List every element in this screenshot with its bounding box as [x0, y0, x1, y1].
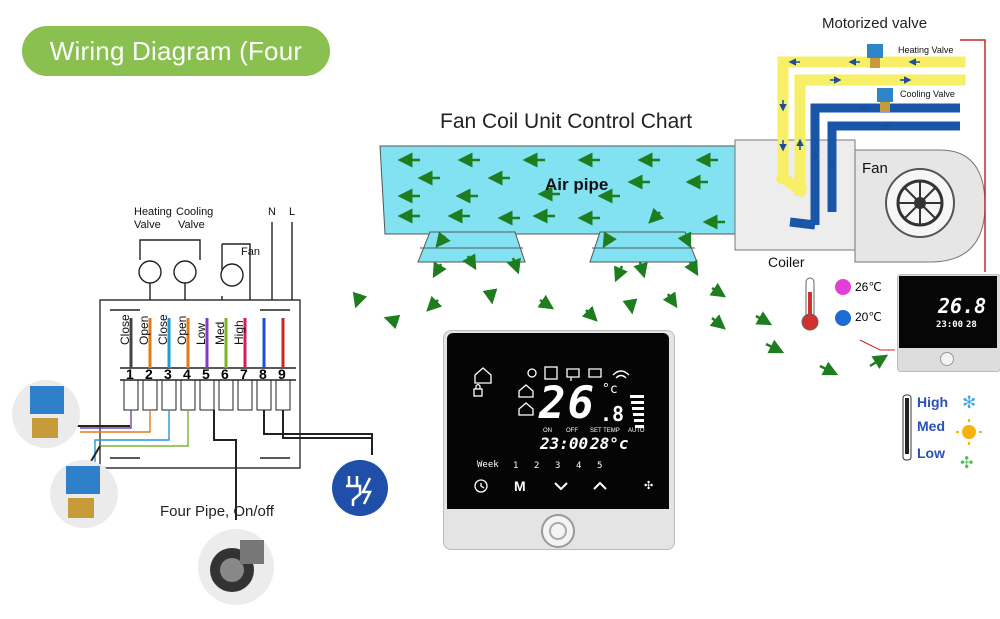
small-thermostat-clock: 23:00 [936, 320, 964, 330]
power-button-ring [549, 522, 567, 540]
floor-heat-icon [544, 366, 558, 380]
fan-speed-icon: ✣ [960, 455, 973, 472]
terminal-number-8: 8 [259, 366, 267, 382]
clock-icon [474, 479, 488, 493]
lock-icon [473, 388, 483, 397]
terminal-label-7: High [232, 320, 246, 345]
heating-valve-wire-label-1: Heating [134, 206, 172, 218]
terminal-number-3: 3 [164, 366, 172, 382]
set-temp-label: SET TEMP [590, 428, 620, 434]
valve-mode-icon [588, 368, 602, 378]
cooling-valve-label: Cooling Valve [900, 89, 955, 99]
speed-high-label: High [917, 394, 949, 410]
low-temp-label: 20℃ [855, 310, 882, 324]
neutral-label: N [268, 206, 276, 218]
power-plug-icon [332, 460, 388, 516]
chevron-down-icon [554, 482, 568, 491]
week-day-5: 5 [597, 461, 603, 471]
small-thermostat-set: 28 [966, 320, 977, 330]
terminal-label-5: Low [194, 322, 208, 345]
terminal-label-4: Open [175, 315, 189, 345]
temperature-unit: °c [602, 382, 618, 397]
air-outlet-right [589, 231, 698, 263]
week-label: Week [477, 460, 499, 470]
terminal-number-4: 4 [183, 366, 191, 382]
home-sleep-icon [518, 402, 534, 416]
air-pipe-label: Air pipe [545, 175, 609, 194]
week-day-3: 3 [555, 461, 561, 471]
thermostat-screen [447, 333, 669, 509]
valve-photo-2 [50, 460, 118, 528]
fan-motor-photo [198, 529, 274, 605]
fan-mode-icon: ✣ [644, 480, 653, 492]
terminal-number-6: 6 [221, 366, 229, 382]
terminal-label-6: Med [213, 321, 227, 345]
week-day-1: 1 [513, 461, 519, 471]
terminal-number-5: 5 [202, 366, 210, 382]
on-label: ON [543, 428, 552, 434]
heating-valve-icon [867, 44, 883, 68]
air-outlet-left [417, 231, 526, 263]
terminal-label-2: Open [137, 315, 151, 345]
speed-med-label: Med [917, 418, 945, 434]
cooling-valve-wire-label-2: Valve [178, 219, 205, 231]
cooling-valve-wire-label-1: Cooling [176, 206, 214, 218]
small-thermostat-temp: 26.8 [938, 294, 987, 318]
home-icon [474, 367, 492, 384]
network-icon [566, 368, 580, 381]
thermometer-icon [801, 277, 819, 331]
fan-wire-label: Fan [241, 246, 260, 258]
thermostat-icons: ✣ [473, 366, 653, 493]
small-thermostat-screen [899, 276, 997, 348]
wifi-icon [612, 370, 630, 379]
off-label: OFF [566, 428, 578, 434]
high-temp-label: 26℃ [855, 280, 882, 294]
sun-icon [962, 425, 976, 439]
temperature-decimal: .8 [600, 402, 625, 426]
cooling-pipes [789, 103, 960, 230]
small-thermostat-button[interactable] [940, 352, 954, 366]
chevron-up-icon [593, 481, 607, 490]
live-label: L [289, 206, 296, 218]
terminal-number-2: 2 [145, 366, 153, 382]
motorized-valve-title: Motorized valve [822, 15, 928, 32]
terminal-number-7: 7 [240, 366, 248, 382]
wiring-diagram-banner: Wiring Diagram (Four pipe) : [22, 26, 330, 116]
sun-mode-icon [527, 368, 537, 378]
snowflake-icon: ✻ [962, 393, 976, 412]
wiring-diagram [60, 222, 373, 520]
clock-display: 23:00 [540, 434, 589, 453]
auto-label: AUTO [628, 428, 645, 434]
current-temperature: 26 [539, 378, 596, 429]
cooling-valve-icon [877, 88, 893, 112]
heat-dot [835, 279, 851, 295]
week-day-2: 2 [534, 461, 540, 471]
heating-valve-label: Heating Valve [898, 45, 954, 55]
set-temperature: 28°c [590, 434, 629, 453]
home-away-icon [518, 384, 534, 398]
speed-low-label: Low [917, 445, 945, 461]
terminal-label-1: Close [118, 314, 132, 345]
terminal-number-9: 9 [278, 366, 286, 382]
wiring-caption: Four Pipe, On/off [160, 503, 274, 520]
fan-label: Fan [862, 160, 888, 177]
week-day-4: 4 [576, 461, 582, 471]
coiler-label: Coiler [768, 254, 805, 270]
heating-valve-wire-label-2: Valve [134, 219, 161, 231]
terminal-label-3: Close [156, 314, 170, 345]
terminal-number-1: 1 [126, 366, 134, 382]
chart-title: Fan Coil Unit Control Chart [440, 110, 693, 133]
valve-photo-1 [12, 380, 80, 448]
air-flow-arrows [352, 152, 889, 376]
cool-dot [835, 310, 851, 326]
mode-button[interactable]: M [514, 478, 526, 494]
